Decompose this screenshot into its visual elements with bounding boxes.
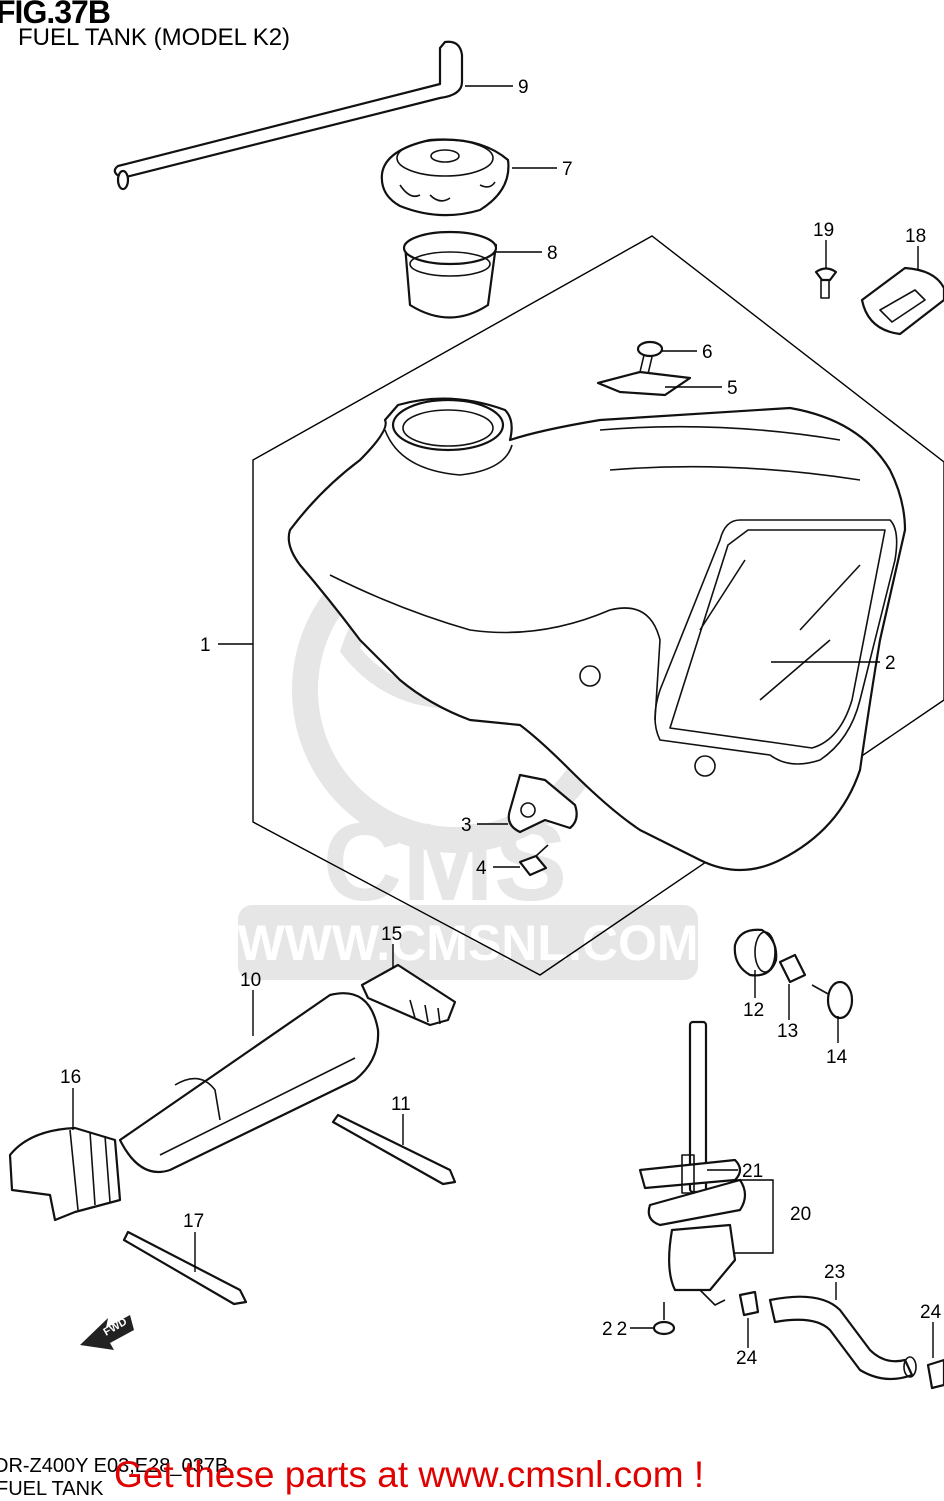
filler-neck-ring	[402, 230, 498, 319]
watermark-url: WWW.CMSNL.COM	[237, 915, 698, 971]
callout-7: 7	[562, 159, 573, 180]
tank-strap	[860, 266, 944, 336]
breather-hose	[113, 40, 464, 191]
callout-3: 3	[461, 815, 472, 836]
callout-13: 13	[777, 1021, 798, 1042]
mounting-bracket-3	[507, 773, 578, 834]
fuel-tank-assembly-frame	[252, 235, 944, 976]
callout-1: 1	[200, 635, 211, 656]
grommet-12	[733, 928, 778, 977]
callout-4: 4	[476, 858, 487, 879]
callout-18: 18	[905, 226, 926, 247]
callout-17: 17	[183, 1211, 204, 1232]
section-name: FUEL TANK	[0, 1478, 104, 1500]
callout-5: 5	[727, 378, 738, 399]
callout-labels: 9 7 8 19 18 6 5 1 2 3 4 15 10 12 13 14 1…	[60, 77, 942, 1369]
callout-15: 15	[381, 924, 402, 945]
callout-19: 19	[813, 220, 834, 241]
bracket-5	[596, 370, 692, 397]
forward-arrow: FWD	[80, 1315, 134, 1350]
callout-11: 11	[391, 1094, 411, 1115]
leader-lines	[72, 85, 934, 1358]
collar-13	[778, 953, 807, 984]
model-code: DR-Z400Y E03,E28_037B	[0, 1455, 229, 1477]
screw-19	[814, 267, 838, 299]
hose-clip-24b	[926, 1358, 944, 1390]
tie-band-17	[122, 1230, 248, 1306]
callout-6: 6	[702, 342, 713, 363]
fuel-tank-body	[287, 397, 907, 872]
callout-24b: 24	[920, 1302, 942, 1323]
bolt-6	[636, 340, 664, 375]
callout-23: 23	[824, 1262, 845, 1283]
callout-21: 21	[742, 1161, 763, 1182]
callout-14: 14	[826, 1047, 848, 1068]
fuel-cock-20	[638, 1020, 747, 1306]
hose-clip-24a	[738, 1290, 760, 1317]
fuel-hose-23	[768, 1295, 917, 1381]
callout-2: 2	[885, 653, 896, 674]
callout-9: 9	[518, 77, 529, 98]
clamp-15	[360, 963, 457, 1027]
page-title: FUEL TANK (MODEL K2)	[18, 24, 291, 51]
watermark-banner	[238, 905, 698, 980]
callout-8: 8	[547, 243, 558, 264]
cta-link[interactable]: Get these parts at www.cmsnl.com !	[114, 1454, 705, 1495]
callout-16: 16	[60, 1067, 81, 1088]
callout-20: 20	[790, 1204, 811, 1225]
bolt-14	[811, 980, 854, 1020]
tie-band-11	[331, 1113, 457, 1186]
callout-24a: 24	[736, 1348, 758, 1369]
heat-cover-10	[118, 992, 380, 1174]
fuel-cap	[380, 138, 510, 217]
screw-22	[652, 1302, 676, 1336]
callout-12: 12	[743, 1000, 764, 1021]
bolt-4	[518, 844, 549, 877]
callout-10: 10	[240, 970, 261, 991]
callout-22: 22	[602, 1319, 631, 1340]
figure-number: FIG.37B	[0, 0, 111, 30]
protector-16	[8, 1126, 122, 1222]
